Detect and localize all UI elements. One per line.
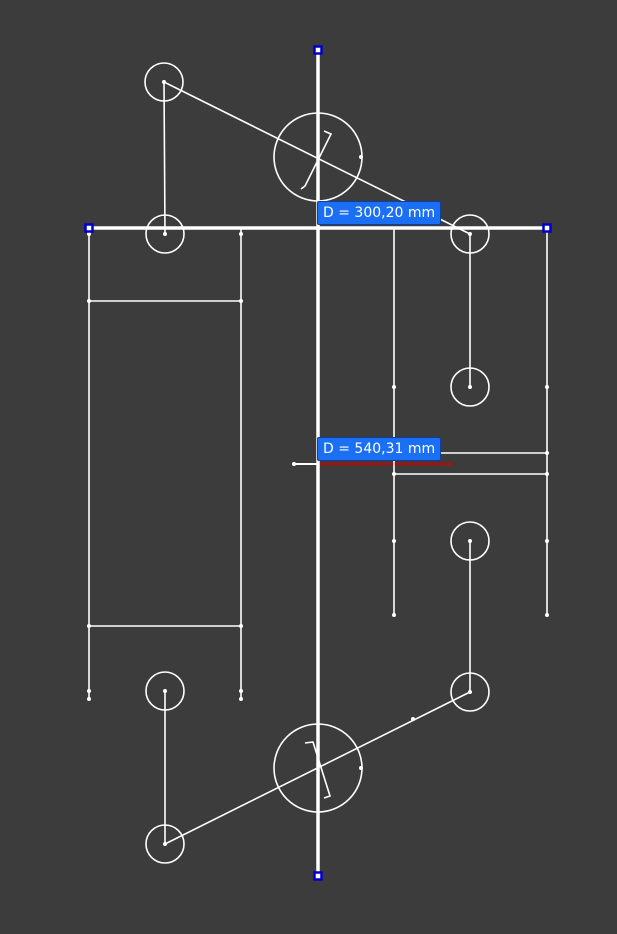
- endpoint-handle-top[interactable]: [313, 45, 323, 55]
- endpoint-handle-right[interactable]: [542, 223, 552, 233]
- vertex-point: [163, 842, 167, 846]
- vertex-point: [545, 451, 549, 455]
- vertex-point: [239, 624, 243, 628]
- vertex-point: [545, 613, 549, 617]
- vertex-point: [359, 155, 363, 159]
- vertex-point: [87, 299, 91, 303]
- vertex-point: [239, 299, 243, 303]
- vertex-point: [87, 624, 91, 628]
- vertex-point: [545, 385, 549, 389]
- link-top-left-vertical[interactable]: [163, 81, 166, 235]
- vertex-point: [359, 766, 363, 770]
- vertex-point: [392, 385, 396, 389]
- vertex-point: [87, 689, 91, 693]
- vertex-point: [392, 539, 396, 543]
- endpoint-handle-left[interactable]: [84, 223, 94, 233]
- vertex-point: [163, 232, 167, 236]
- vertex-point: [162, 80, 166, 84]
- endpoint-handle-bottom[interactable]: [313, 871, 323, 881]
- vertex-point: [468, 690, 472, 694]
- vertex-point: [392, 472, 396, 476]
- vertex-point: [239, 689, 243, 693]
- vertex-point: [468, 232, 472, 236]
- vertex-point: [545, 472, 549, 476]
- vertex-point: [545, 539, 549, 543]
- dimension-label-vertical[interactable]: D = 540,31 mm: [317, 437, 442, 461]
- vertex-point: [87, 697, 91, 701]
- vertex-point: [239, 232, 243, 236]
- vertex-point: [468, 539, 472, 543]
- vertex-point: [87, 232, 91, 236]
- vertex-point: [411, 717, 415, 721]
- dimension-label-horizontal[interactable]: D = 300,20 mm: [317, 201, 442, 225]
- vertex-point: [392, 613, 396, 617]
- vertex-point: [239, 697, 243, 701]
- vertex-point: [468, 385, 472, 389]
- vertex-point: [163, 689, 167, 693]
- zigzag-bottom[interactable]: [304, 741, 331, 799]
- zigzag-top[interactable]: [300, 130, 333, 190]
- vertex-point: [292, 462, 296, 466]
